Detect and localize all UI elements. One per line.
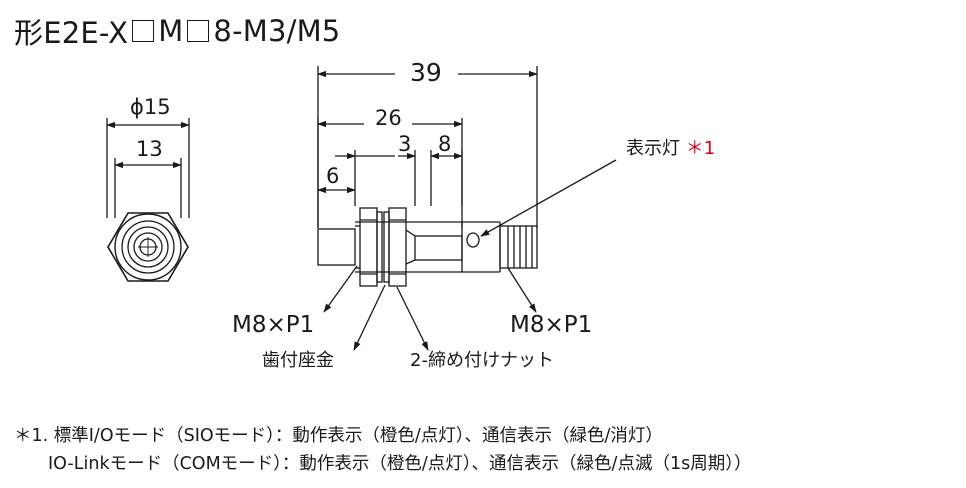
- thread-left-label: M8×P1: [232, 312, 315, 338]
- front-view: [106, 118, 190, 282]
- indicator-label: 表示灯 ＊1: [626, 140, 715, 158]
- thread-right-leader: [507, 267, 537, 313]
- footnote-line-2: IO-Linkモード（COMモード）：動作表示（橙色/点灯）、通信表示（緑色/点…: [48, 454, 752, 474]
- washer-label: 歯付座金: [262, 350, 334, 371]
- across-flats-label: 13: [136, 137, 163, 161]
- page-title: 形E2E-X M 8-M3/M5: [14, 10, 340, 52]
- title-placeholder-box: [187, 20, 210, 42]
- footnote-line-1: ＊1. 標準I/Oモード（SIOモード）：動作表示（橙色/点灯）、通信表示（緑色…: [14, 426, 663, 446]
- title-suffix: 8-M3/M5: [213, 14, 341, 48]
- thread-right-label: M8×P1: [510, 312, 593, 338]
- sensing-face-label: 6: [326, 164, 340, 188]
- thread-length-label: 26: [375, 106, 402, 130]
- thread-left-leader: [323, 265, 358, 313]
- title-middle: M: [158, 14, 184, 48]
- nut-label: 2-締め付けナット: [410, 350, 554, 371]
- title-placeholder-box: [132, 20, 155, 42]
- indicator-footnote-mark: ＊1: [685, 138, 716, 159]
- nut-leader: [396, 286, 429, 351]
- side-view: [317, 66, 617, 351]
- title-prefix: 形E2E-X: [14, 16, 129, 50]
- overall-length-label: 39: [410, 58, 442, 87]
- washer-leader: [353, 284, 386, 351]
- diameter-label: ϕ15: [130, 95, 171, 119]
- indicator-text: 表示灯: [626, 138, 680, 159]
- indicator-leader: [480, 159, 617, 237]
- indicator-width-label: 8: [438, 132, 452, 156]
- nut-to-indicator-label: 3: [398, 132, 412, 156]
